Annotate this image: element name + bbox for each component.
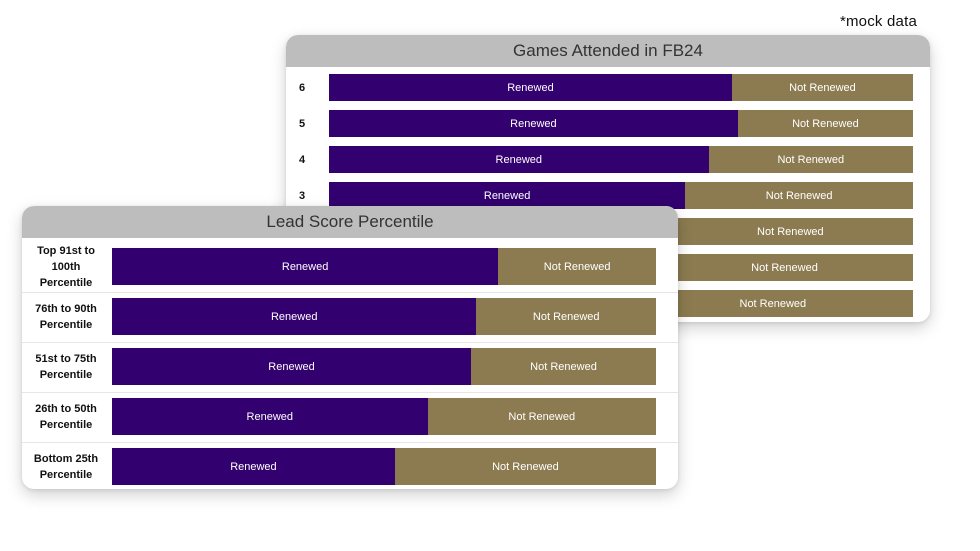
chart-title: Lead Score Percentile	[22, 206, 678, 238]
category-label: 5	[298, 117, 306, 130]
category-label: 51st to 75th Percentile	[35, 352, 97, 381]
row-separator	[22, 441, 678, 443]
row-separator	[22, 341, 678, 343]
category-label: 6	[298, 81, 306, 94]
category-label: Bottom 25th Percentile	[33, 452, 99, 481]
chart-title: Games Attended in FB24	[286, 35, 930, 67]
bar-segment-renewed: Renewed	[112, 398, 428, 435]
bar-segment-not-renewed: Not Renewed	[632, 290, 913, 317]
category-label: 76th to 90th Percentile	[35, 302, 97, 331]
bar-segment-not-renewed: Not Renewed	[667, 218, 913, 245]
bar-segment-renewed: Renewed	[112, 248, 499, 285]
bar-segment-not-renewed: Not Renewed	[476, 298, 656, 335]
bar-segment-not-renewed: Not Renewed	[685, 182, 913, 209]
category-label: 3	[298, 189, 306, 202]
bar-segment-renewed: Renewed	[329, 182, 686, 209]
bar-segment-not-renewed: Not Renewed	[471, 348, 656, 385]
bar-segment-renewed: Renewed	[329, 110, 738, 137]
bar-segment-not-renewed: Not Renewed	[498, 248, 656, 285]
bar-segment-not-renewed: Not Renewed	[656, 254, 913, 281]
category-label: 4	[298, 153, 306, 166]
bar-segment-not-renewed: Not Renewed	[731, 74, 913, 101]
bar-segment-renewed: Renewed	[329, 146, 709, 173]
mock-data-note: *mock data	[839, 13, 917, 30]
bar-segment-renewed: Renewed	[329, 74, 732, 101]
bar-segment-renewed: Renewed	[112, 448, 395, 485]
bar-segment-renewed: Renewed	[112, 298, 477, 335]
row-separator	[22, 391, 678, 393]
bar-segment-not-renewed: Not Renewed	[394, 448, 656, 485]
bar-segment-not-renewed: Not Renewed	[427, 398, 656, 435]
bar-segment-not-renewed: Not Renewed	[737, 110, 913, 137]
row-separator	[22, 291, 678, 293]
bar-segment-renewed: Renewed	[112, 348, 472, 385]
category-label: Top 91st to 100th Percentile	[37, 244, 95, 289]
lead-score-chart: Lead Score Percentile Top 91st to 100th …	[22, 206, 678, 489]
category-label: 26th to 50th Percentile	[35, 402, 97, 431]
bar-segment-not-renewed: Not Renewed	[708, 146, 913, 173]
